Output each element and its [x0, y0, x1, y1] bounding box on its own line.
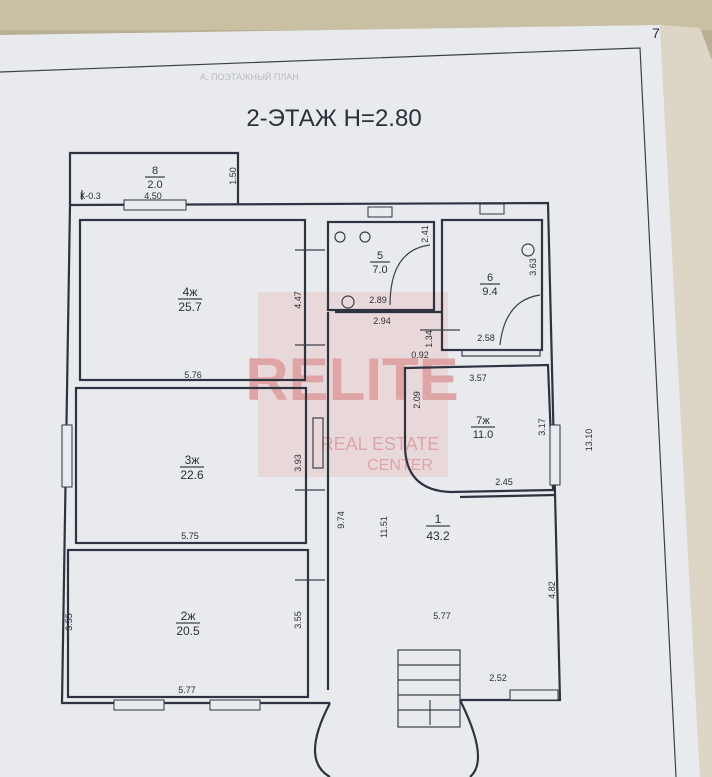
- watermark: RELITE REAL ESTATE CENTER: [245, 292, 459, 477]
- shower-fixture: [341, 295, 355, 309]
- dim-label: 5.77: [178, 685, 196, 695]
- dim-label: 0.92: [411, 350, 429, 360]
- dim-label: 2.45: [495, 477, 513, 487]
- room-number: 4ж: [183, 285, 198, 299]
- dim-label: 2.41: [420, 225, 430, 243]
- window: [209, 699, 261, 711]
- dim-label: 13.10: [584, 429, 594, 452]
- dim-label: 3.55: [64, 613, 74, 631]
- background-speckle: [0, 0, 712, 30]
- dim-label: 3.63: [528, 258, 538, 276]
- room-number: 3ж: [185, 453, 200, 467]
- dim-label: 1.50: [228, 167, 238, 185]
- dim-label: 9.74: [336, 511, 346, 529]
- room-7-label: 7ж 11.0: [471, 415, 495, 441]
- watermark-line2: CENTER: [367, 457, 433, 474]
- window: [509, 689, 559, 701]
- room-3-label: 3ж 22.6: [180, 453, 204, 482]
- dim-label: 5.75: [181, 531, 199, 541]
- plan-title: 2-ЭТАЖ Н=2.80: [246, 105, 421, 132]
- window: [113, 699, 165, 711]
- room-area: 20.5: [176, 624, 200, 638]
- room-number: 2ж: [181, 609, 196, 623]
- room-number: 1: [435, 512, 442, 526]
- room-area: 7.0: [372, 264, 387, 276]
- watermark-block: [258, 292, 448, 477]
- hall-right-wall: [459, 493, 556, 499]
- window: [61, 424, 73, 488]
- dim-label: 2.94: [373, 316, 391, 326]
- window: [479, 203, 505, 215]
- room-number: 8: [152, 165, 158, 177]
- balcony-outline: [68, 151, 240, 205]
- drawing-frame: [0, 47, 677, 777]
- room-number: 6: [487, 272, 493, 284]
- room-5-label: 5 7.0: [370, 250, 390, 276]
- room-area: 11.0: [473, 429, 494, 441]
- door-arc-5: [389, 244, 431, 306]
- room-4-walls: [78, 218, 307, 382]
- staircase: [397, 649, 461, 728]
- room-area: 25.7: [178, 300, 202, 314]
- dim-label: 3.55: [293, 611, 303, 629]
- sink-fixture: [521, 243, 535, 257]
- page-number: 7: [652, 25, 660, 41]
- door-arc-6: [499, 294, 541, 346]
- watermark-line1: REAL ESTATE: [321, 434, 440, 454]
- room-area: 22.6: [180, 468, 204, 482]
- window: [123, 199, 187, 211]
- window: [367, 206, 393, 218]
- room-area: 43.2: [426, 529, 450, 543]
- room-5-walls: [326, 220, 436, 312]
- dim-label: 4.82: [547, 581, 557, 599]
- shaft-fixture: [312, 417, 324, 469]
- dim-label: 3.57: [469, 373, 487, 383]
- dim-label: 1.34: [424, 330, 434, 348]
- room-1-label: 1 43.2: [426, 512, 450, 543]
- dim-label: 4.50: [144, 191, 162, 201]
- dim-label: 5.76: [184, 370, 202, 380]
- dim-label: 11.51: [379, 516, 389, 538]
- radiator-fixture: [461, 349, 541, 357]
- dim-label: 2.09: [412, 391, 422, 409]
- dim-label: 3.17: [537, 418, 547, 436]
- dim-label: 3.93: [293, 454, 303, 472]
- dim-label: 5.77: [433, 611, 451, 621]
- room-number: 7ж: [476, 415, 490, 427]
- room-6-label: 6 9.4: [480, 272, 500, 298]
- paper-sheet: [0, 25, 700, 777]
- room-8-label: 8 2.0: [145, 165, 165, 191]
- room-3-walls: [74, 386, 308, 545]
- faint-header: А. ПОЭТАЖНЫЙ ПЛАН: [200, 71, 299, 82]
- paper-edge: [660, 25, 712, 777]
- room-7-walls: [403, 363, 555, 494]
- room-number: 5: [377, 250, 383, 262]
- stair-bay-left: [313, 702, 331, 777]
- dim-label: 2.52: [489, 673, 507, 683]
- room-2-walls: [66, 548, 310, 699]
- room-2-label: 2ж 20.5: [176, 609, 200, 638]
- sink-fixture: [334, 231, 346, 243]
- toilet-fixture: [359, 231, 371, 243]
- room-4-label: 4ж 25.7: [178, 285, 202, 314]
- stair-bay-right: [459, 699, 480, 777]
- window: [549, 424, 561, 486]
- dim-label: 2.58: [477, 333, 495, 343]
- room-area: 2.0: [147, 179, 162, 191]
- k-label: К-0.3: [80, 191, 101, 201]
- dim-label: 4.47: [293, 291, 303, 309]
- room-area: 9.4: [482, 286, 497, 298]
- dim-label: 2.89: [369, 295, 387, 305]
